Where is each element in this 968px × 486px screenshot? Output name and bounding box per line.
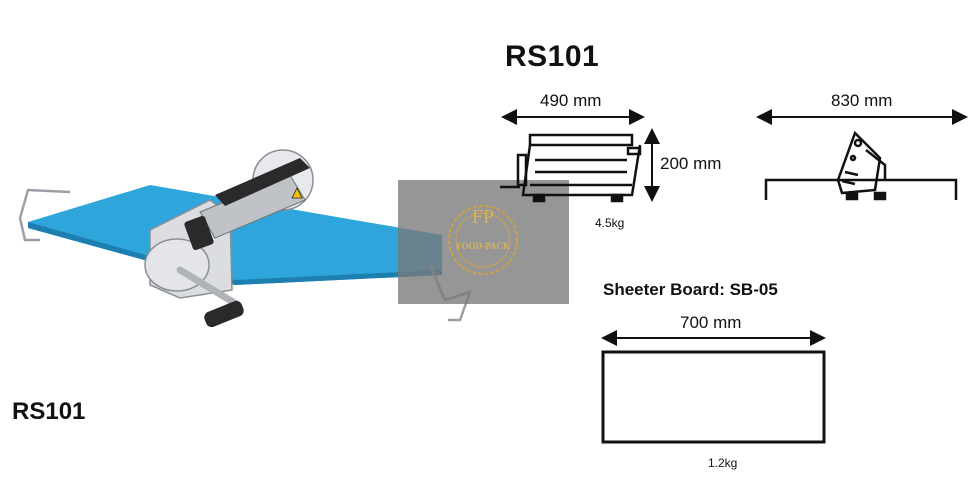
model-label: RS101 (12, 398, 86, 425)
sheeter-board-outline (601, 350, 826, 444)
side-width-label: 830 mm (831, 91, 893, 110)
side-view-outline (764, 130, 958, 201)
blue-sheeter-board (28, 185, 442, 285)
page-title: RS101 (505, 40, 600, 73)
sheeter-board-title: Sheeter Board: SB-05 (603, 280, 778, 299)
watermark-monogram: FP (471, 206, 495, 228)
crank-arm (176, 266, 242, 309)
watermark-brand: FOOD-PACK (456, 241, 510, 251)
machine-weight-label: 4.5kg (595, 216, 625, 230)
watermark-logo-icon (448, 205, 518, 275)
crank-handle (204, 300, 244, 328)
height-label: 200 mm (660, 154, 722, 173)
adjust-knob (184, 215, 214, 251)
board-weight-label: 1.2kg (708, 456, 738, 470)
top-handle-bar (215, 158, 310, 206)
front-width-label: 490 mm (540, 91, 602, 110)
left-wire-leg (18, 188, 71, 242)
board-width-label: 700 mm (680, 313, 742, 332)
warning-icon (291, 187, 303, 199)
front-view-outline (500, 133, 642, 203)
